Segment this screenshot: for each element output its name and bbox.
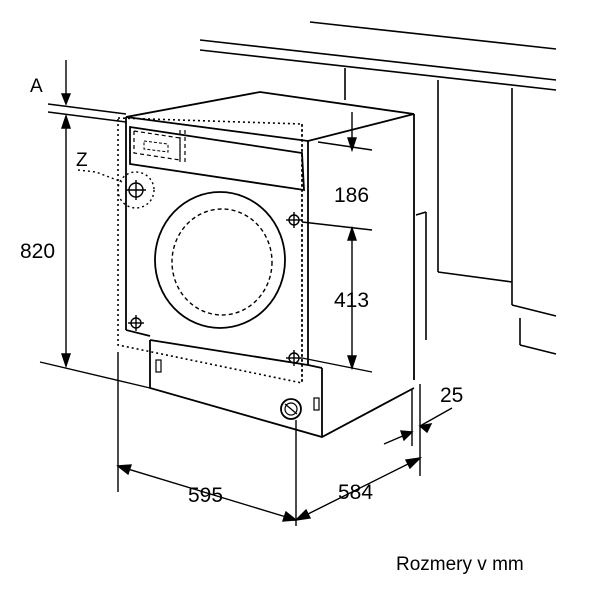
cabinet-plinth-bottom [519, 344, 557, 355]
base-vent-left [155, 359, 162, 373]
hinge-point-top-left [126, 180, 146, 200]
drain-filter-cap [280, 398, 302, 420]
drain-filter-slot [284, 403, 298, 415]
drain-filter-inner [284, 402, 298, 416]
dim-a-extension-top [47, 103, 127, 115]
side-panel-top [415, 211, 427, 216]
detail-z-circle [117, 171, 155, 209]
dim-depth-arrow-left [294, 508, 312, 521]
machine-base [149, 340, 415, 438]
dim-depth-line [295, 457, 421, 521]
dimension-height-label: 820 [20, 240, 55, 263]
door-outline-front [117, 117, 303, 384]
cabinet-bottom-edge [437, 271, 513, 283]
base-front-top [149, 339, 309, 366]
dimension-top-offset-label: 186 [334, 184, 369, 207]
dim-gap-line-right [419, 407, 453, 427]
dim-hinge-arrow-top [347, 225, 357, 241]
furniture-door-outline [117, 117, 303, 384]
dim-top-offset-extension [317, 141, 373, 151]
dim-depth-arrow-right [404, 457, 422, 470]
dim-a-extension-bottom [47, 111, 127, 123]
cabinet-background [199, 21, 557, 355]
hinge-point-bottom-right [286, 350, 302, 366]
base-vent-right [313, 397, 320, 411]
dim-hinge-arrow-bottom [347, 355, 357, 371]
hinge-point-top-right [286, 212, 302, 228]
dim-width-line [117, 465, 297, 521]
dimension-hinge-spacing-label: 413 [334, 289, 369, 312]
base-top-edge [307, 364, 323, 369]
dim-height-extension-bottom [39, 361, 151, 389]
detergent-drawer [133, 130, 181, 161]
cabinet-plinth-top [511, 304, 557, 317]
machine-front-bottom-edge-left [125, 329, 151, 337]
drawer-handle [143, 140, 169, 153]
dim-a-arrow [60, 93, 72, 106]
dim-hinge-extension-top [301, 221, 373, 231]
dimension-width-label: 595 [188, 484, 223, 507]
dimension-rear-gap-label: 25 [440, 384, 463, 407]
dim-width-arrow-left [116, 464, 132, 476]
dim-width-arrow-right [282, 510, 298, 522]
detail-z-leader [77, 169, 123, 183]
washing-machine [125, 91, 415, 438]
dim-height-arrow-top [61, 113, 71, 129]
dimension-depth-label: 584 [338, 481, 373, 504]
door-outer-ring [154, 191, 286, 329]
fixing-points [77, 169, 302, 366]
worktop-front-edge-upper [199, 39, 557, 81]
dim-gap-arrow-right [418, 423, 433, 434]
dim-height-arrow-bottom [61, 353, 71, 369]
dim-hinge-extension-bottom [301, 357, 373, 373]
dim-gap-arrow-left [399, 430, 414, 442]
label-z: Z [76, 150, 88, 171]
door-glass [171, 208, 273, 316]
dimension-lines [39, 60, 453, 526]
dim-top-offset-arrow [347, 137, 357, 153]
worktop-top-edge [309, 21, 557, 50]
worktop-front-edge-lower [199, 49, 557, 91]
label-a: A [30, 76, 43, 97]
hinge-point-bottom-left [128, 315, 144, 331]
units-caption: Rozmery v mm [396, 554, 524, 575]
control-panel [129, 125, 305, 192]
